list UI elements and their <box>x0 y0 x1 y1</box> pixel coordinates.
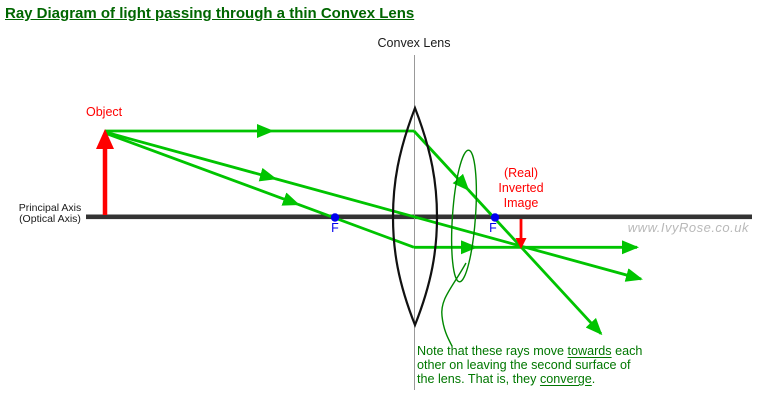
ray-through-centre <box>104 130 643 282</box>
note-line1: Note that these rays move towards each <box>417 344 643 358</box>
page-title: Ray Diagram of light passing through a t… <box>5 5 415 22</box>
image-label-line2: Inverted <box>498 181 544 195</box>
note-underlined-converge: converge <box>539 372 592 386</box>
focal-point-left-dot <box>330 213 340 222</box>
principal-axis-label-line2: (Optical Axis) <box>19 213 81 225</box>
image-arrow <box>515 219 527 249</box>
note-leader-curve <box>441 262 467 347</box>
object-arrow <box>96 129 114 215</box>
principal-axis-label-line1: Principal Axis <box>18 202 82 214</box>
focal-point-right-dot <box>490 213 500 222</box>
object-label: Object <box>86 105 123 119</box>
note-underlined-towards: towards <box>567 344 612 358</box>
note-line2: other on leaving the second surface of <box>417 358 631 372</box>
image-label-line3: Image <box>503 196 539 210</box>
ray-parallel-then-focal <box>105 124 603 336</box>
converging-rays-ellipse-annotation <box>450 149 478 283</box>
principal-axis-label: Principal Axis (Optical Axis) <box>11 203 89 225</box>
focal-point-left-label: F <box>331 221 339 235</box>
ray-through-left-focus <box>104 131 639 255</box>
image-label-line1: (Real) <box>503 166 539 180</box>
note-text: Note that these rays move towards each o… <box>417 344 642 386</box>
note-line3: the lens. That is, they converge. <box>417 372 596 386</box>
focal-point-right-label: F <box>489 221 497 235</box>
convex-lens-label: Convex Lens <box>377 36 451 50</box>
watermark: www.IvyRose.co.uk <box>627 220 749 235</box>
convex-lens-shape <box>391 104 439 328</box>
real-inverted-image-label: (Real) Inverted Image <box>498 166 543 211</box>
